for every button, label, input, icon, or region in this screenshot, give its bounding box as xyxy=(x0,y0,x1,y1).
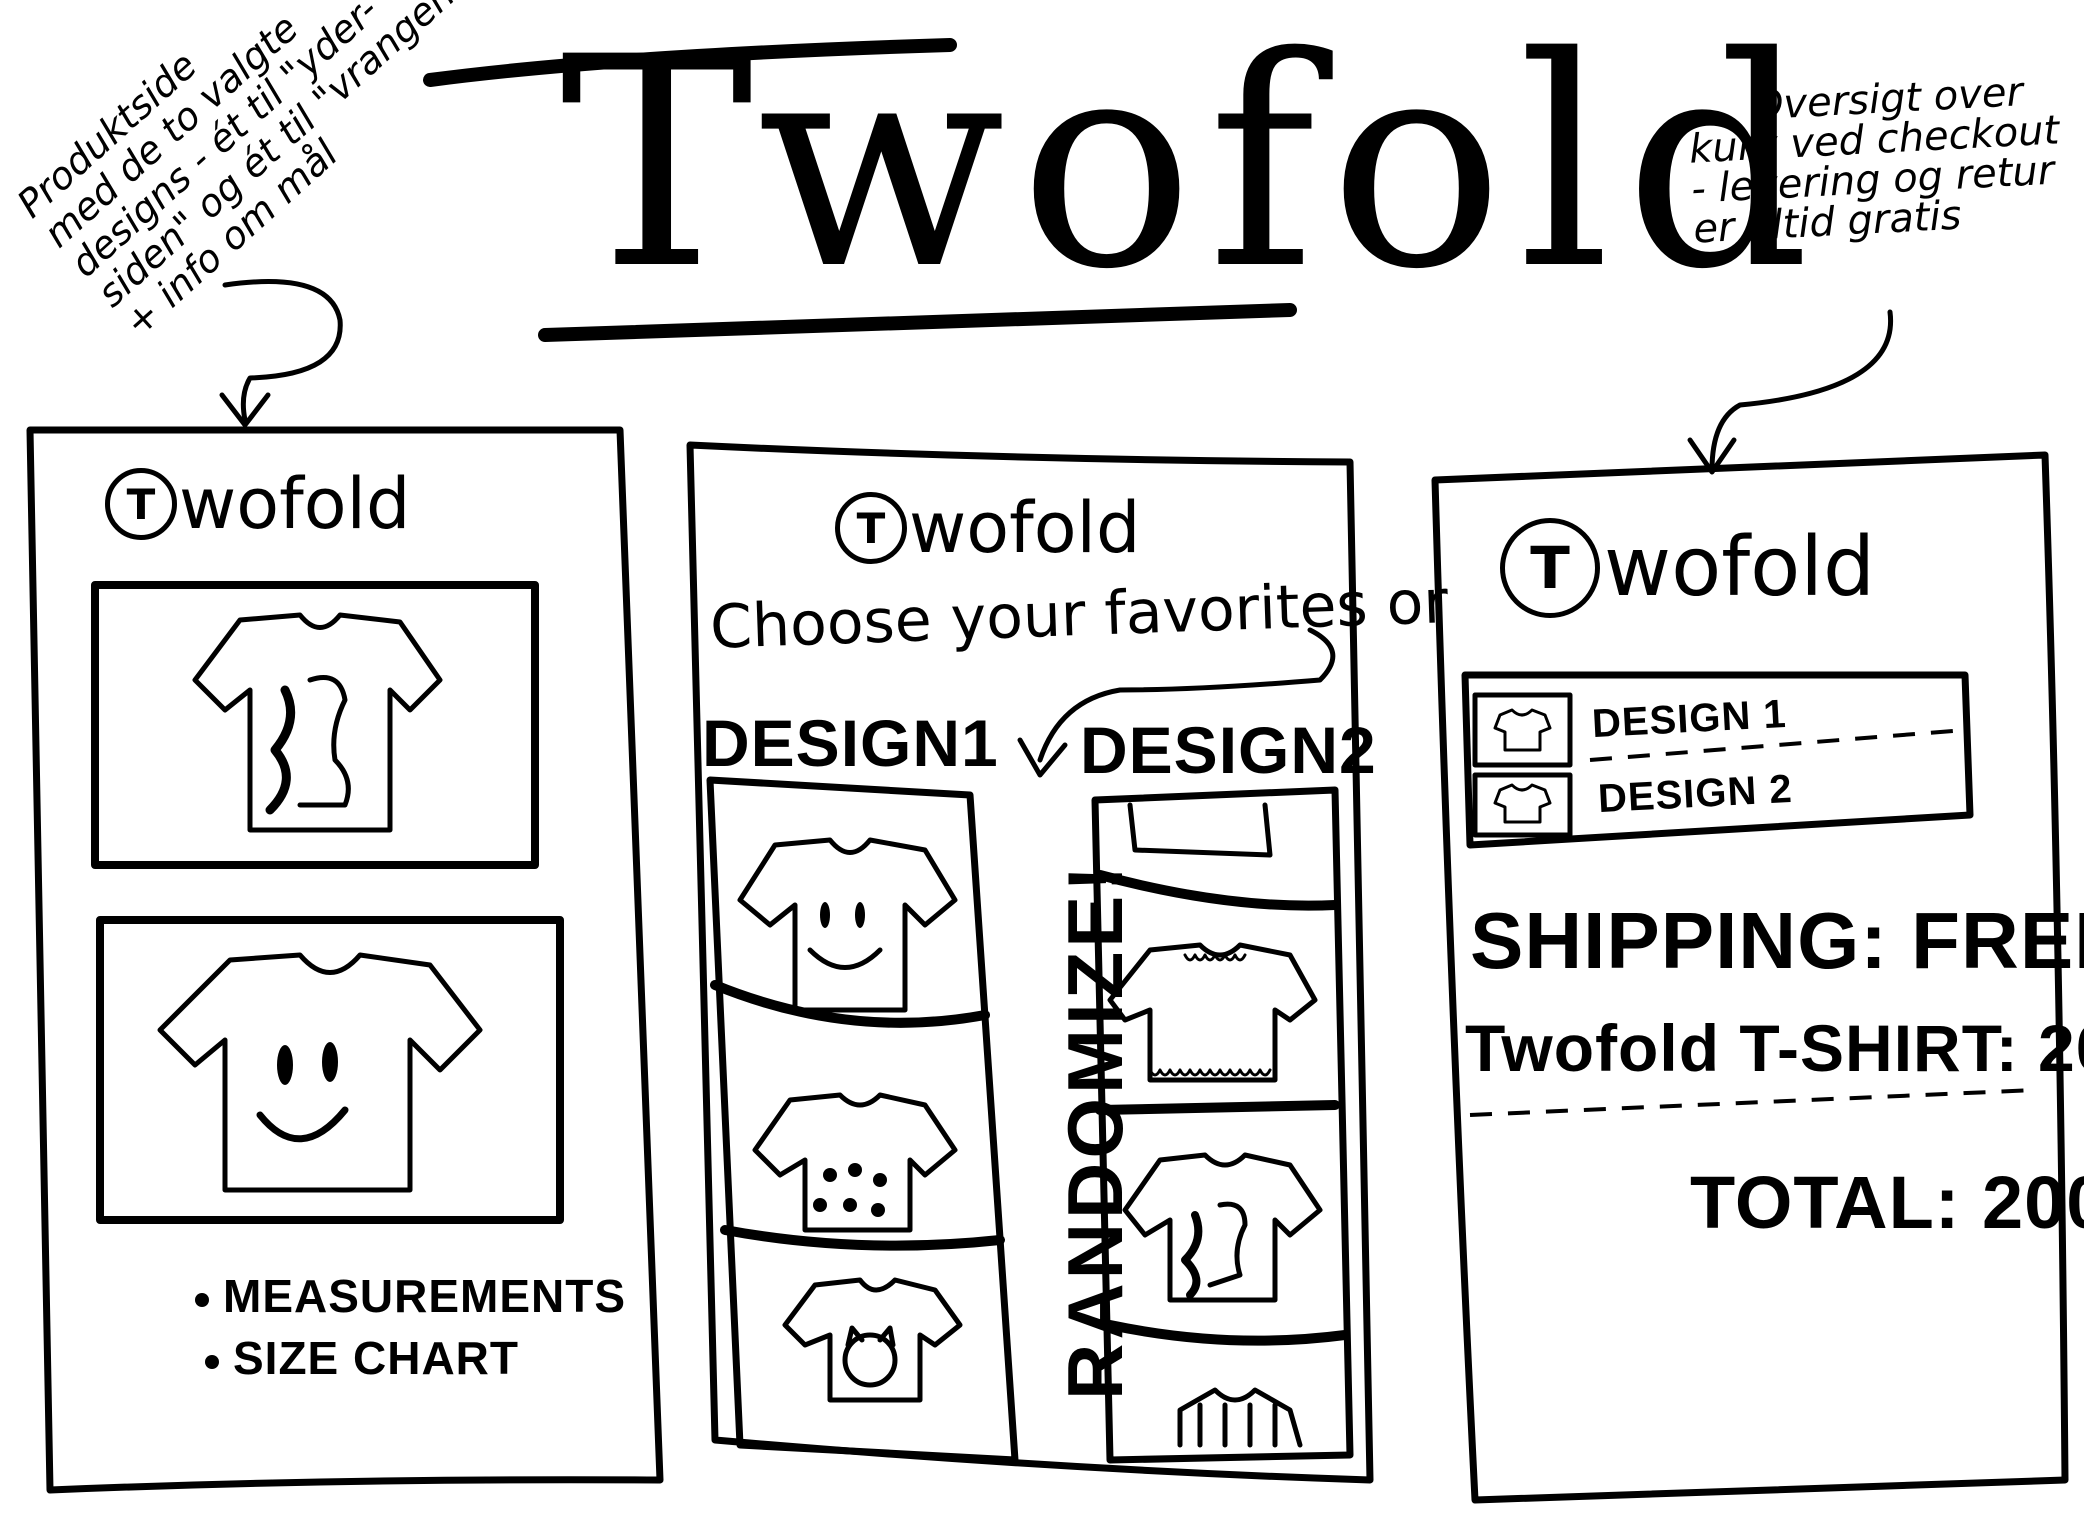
p3-total-divider xyxy=(1469,1088,2036,1117)
logo-wordmark: wofold xyxy=(179,463,411,545)
title-underline xyxy=(538,303,1297,342)
p1-info-list: MEASUREMENTS SIZE CHART xyxy=(195,1265,626,1389)
logo-icon: T xyxy=(105,468,177,540)
panel3-frame xyxy=(1431,451,2069,1504)
p2-design1-column xyxy=(706,776,1019,1464)
p1-logo: T wofold xyxy=(105,468,410,540)
logo-wordmark: wofold xyxy=(1604,520,1876,615)
bullet-icon xyxy=(195,1292,209,1307)
logo-icon: T xyxy=(835,492,907,564)
p3-line-item: Twofold T-SHIRT: 200 xyxy=(1465,1011,2084,1085)
p3-thumb-1 xyxy=(1472,692,1573,768)
p3-cart-divider xyxy=(1589,728,1966,762)
p1-image-box-2 xyxy=(96,916,564,1224)
p2-arrow-head xyxy=(1017,737,1068,778)
left-arrow-head xyxy=(219,392,271,428)
p2-shirt-dots xyxy=(752,1092,958,1233)
page-title: Twofold xyxy=(560,0,1825,333)
logo-wordmark: wofold xyxy=(909,487,1141,569)
right-annotation: Oversigt over kurv ved checkout - leveri… xyxy=(1686,69,2064,252)
p2-shirt-smiley xyxy=(737,837,958,1013)
p3-total: TOTAL: 200 xyxy=(1690,1161,2084,1244)
bullet-icon xyxy=(205,1354,219,1369)
left-arrow-line xyxy=(222,279,343,423)
p1-image-box-1 xyxy=(91,581,539,869)
p1-info-size-chart[interactable]: SIZE CHART xyxy=(195,1327,626,1389)
p3-logo: T wofold xyxy=(1500,518,1875,618)
p1-shirt-smiley xyxy=(157,952,483,1193)
p2-design1-heading: DESIGN1 xyxy=(702,706,999,780)
p2-shirt-cat xyxy=(782,1277,963,1403)
p2-logo: T wofold xyxy=(835,492,1140,564)
p1-info-measurements[interactable]: MEASUREMENTS xyxy=(195,1265,626,1327)
randomize-button[interactable]: RANDOMIZE! xyxy=(1051,861,1139,1400)
p2-design2-column xyxy=(1091,786,1354,1464)
p2-shirt-stripes xyxy=(1177,1387,1303,1448)
p3-thumb-2 xyxy=(1472,772,1573,838)
p3-shipping: SHIPPING: FREE xyxy=(1470,896,2084,985)
p2-arrow-line xyxy=(1037,627,1336,763)
p3-cart-box xyxy=(1461,671,1974,849)
right-arrow-line xyxy=(1709,309,1894,473)
p1-shirt-squirrel xyxy=(192,612,443,833)
logo-icon: T xyxy=(1500,518,1600,618)
p2-design2-heading: DESIGN2 xyxy=(1080,713,1377,787)
p2-shirt-squirrel xyxy=(1122,1152,1323,1303)
panel1-frame xyxy=(26,426,664,1494)
p2-shirt-lace xyxy=(1107,942,1318,1083)
title-top-stroke xyxy=(423,38,957,87)
